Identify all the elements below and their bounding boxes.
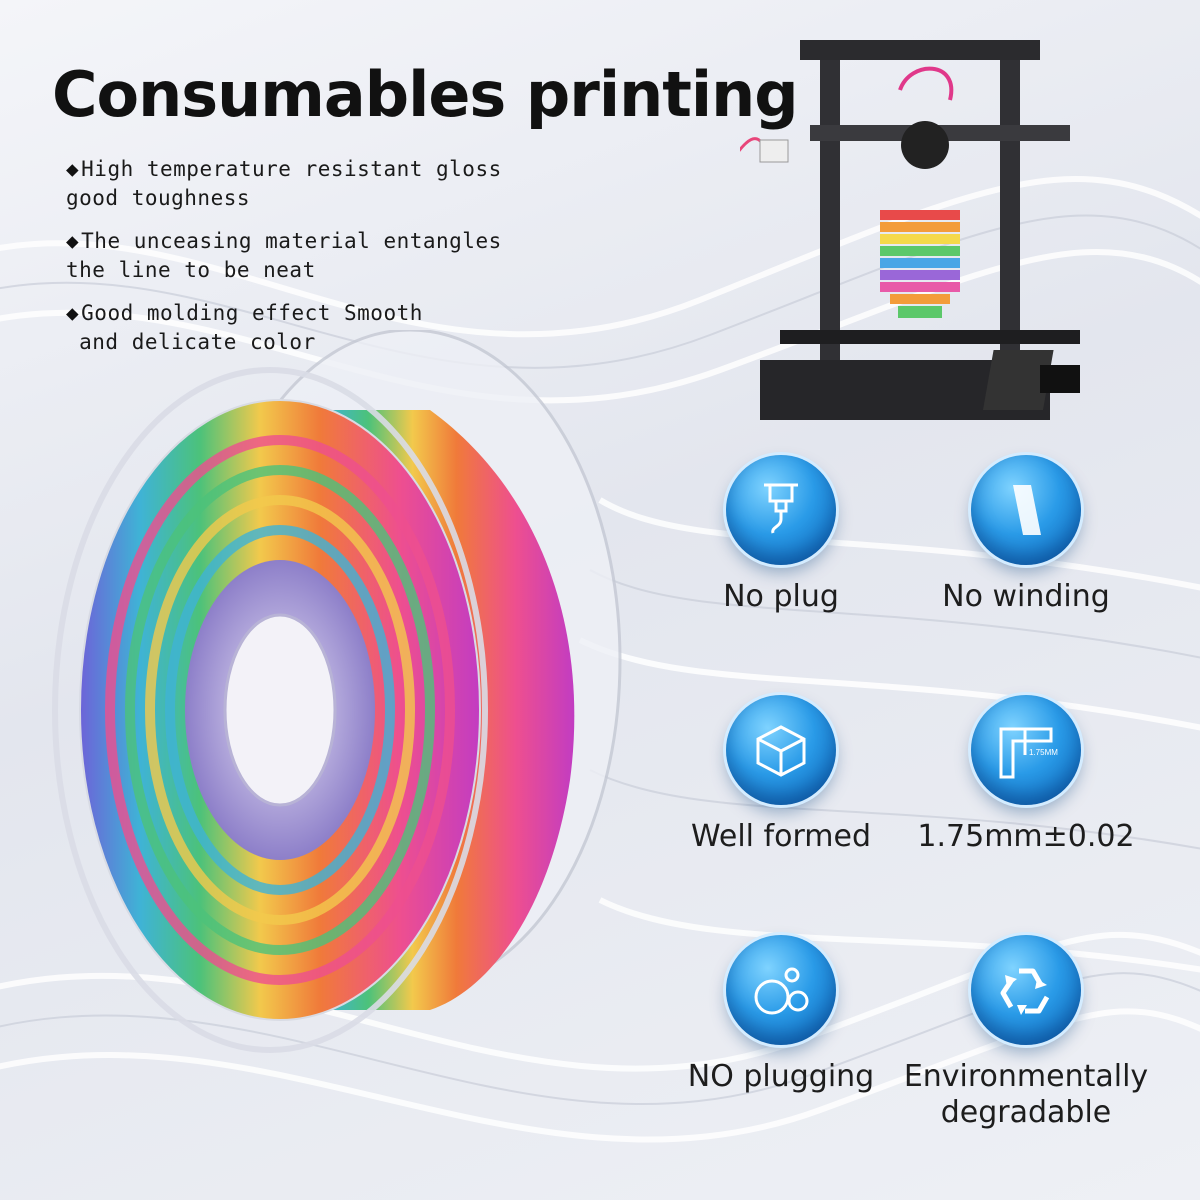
feature-card-no-plugging: NO plugging [651,935,911,1095]
feature-label: Environmentally degradable [896,1059,1156,1131]
feature-card-no-winding: No winding [896,455,1156,615]
filament-spool-image [52,330,622,1053]
feature-card-degradable: Environmentally degradable [896,935,1156,1131]
feature-label: NO plugging [687,1059,875,1094]
feature-item: ◆High temperature resistant gloss good t… [66,155,526,213]
feature-list: ◆High temperature resistant gloss good t… [66,155,526,371]
cube-icon [726,695,836,805]
feature-label: No plug [723,579,839,614]
diamond-bullet-icon: ◆ [66,157,80,181]
feature-text: The unceasing material entangles [81,229,502,253]
feature-label: No winding [942,579,1110,614]
feature-item: ◆The unceasing material entangles the li… [66,227,526,285]
diamond-bullet-icon: ◆ [66,229,80,253]
feature-text: and delicate color [66,330,316,354]
page-title: Consumables printing [52,58,799,131]
feature-card-diameter: 1.75MM 1.75mm±0.02 [896,695,1156,855]
feature-label-line: Environmentally [903,1059,1149,1094]
feature-text: High temperature resistant gloss [81,157,502,181]
caliper-icon: 1.75MM [971,695,1081,805]
caliper-text: 1.75MM [1029,748,1058,757]
feature-item: ◆Good molding effect Smooth and delicate… [66,299,526,357]
diamond-bullet-icon: ◆ [66,301,80,325]
feature-label: 1.75mm±0.02 [917,819,1135,854]
feature-card-well-formed: Well formed [651,695,911,855]
feature-label: Well formed [690,819,871,854]
recycle-icon [971,935,1081,1045]
feature-text: good toughness [66,186,251,210]
3d-printer-image [740,40,1080,420]
filament-strip-icon [971,455,1081,565]
bubbles-icon [726,935,836,1045]
extruder-icon [726,455,836,565]
feature-label-line: degradable [940,1095,1112,1130]
feature-text: Good molding effect Smooth [81,301,423,325]
feature-card-no-plug: No plug [651,455,911,615]
feature-text: the line to be neat [66,258,316,282]
